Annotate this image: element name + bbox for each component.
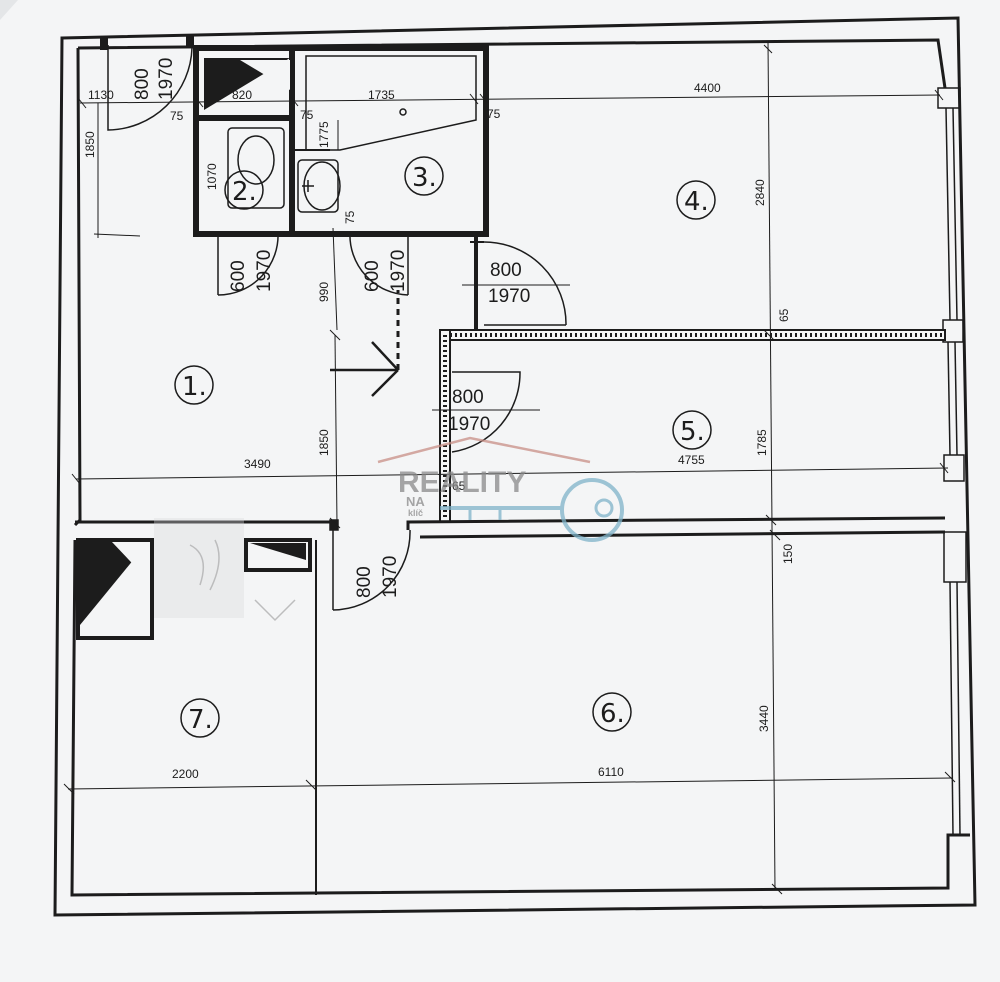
dim-75-d: 75 <box>343 210 357 224</box>
dim-2200: 2200 <box>172 767 199 781</box>
room5-door[interactable] <box>432 371 540 453</box>
room-4-label: 4. <box>676 180 716 220</box>
svg-text:5.: 5. <box>680 417 705 447</box>
dim-3490: 3490 <box>244 457 271 471</box>
watermark-logo: REALITY NA klíč <box>377 436 624 542</box>
dim-990: 990 <box>317 282 331 302</box>
windows-right <box>937 87 967 836</box>
dim-820: 820 <box>232 88 252 102</box>
bath-door-height: 1970 <box>388 250 409 292</box>
svg-text:7.: 7. <box>188 705 213 735</box>
dim-4755: 4755 <box>678 453 705 467</box>
dim-2840: 2840 <box>753 179 767 206</box>
room-3-label: 3. <box>404 156 444 196</box>
watermark-sub: NA <box>406 494 425 509</box>
room-6-label: 6. <box>592 692 632 732</box>
room4-door-width: 800 <box>490 260 522 281</box>
wc-door-width: 600 <box>228 260 249 292</box>
entry-arrow-icon <box>330 290 400 397</box>
dim-6110: 6110 <box>598 765 624 779</box>
closet-left <box>76 538 154 640</box>
bathtub <box>305 55 477 151</box>
room6-door-width: 800 <box>354 566 375 598</box>
entry-door-height: 1970 <box>156 58 177 100</box>
room5-door-height: 1970 <box>448 414 490 435</box>
entry-door-width: 800 <box>132 68 153 100</box>
dim-75-a: 75 <box>170 109 184 123</box>
dimension-lines <box>63 41 956 895</box>
entry-door[interactable]: 800 1970 <box>100 36 194 131</box>
bath-door-width: 600 <box>362 260 383 292</box>
bath-door[interactable] <box>349 231 409 296</box>
dim-1785: 1785 <box>755 429 769 456</box>
wall-middle <box>75 516 946 895</box>
room5-door-width: 800 <box>452 387 484 408</box>
room-1-label: 1. <box>174 365 214 405</box>
room-2-label: 2. <box>224 170 264 210</box>
svg-text:3.: 3. <box>412 163 437 193</box>
room-7-label: 7. <box>180 698 220 738</box>
dim-150: 150 <box>781 544 795 564</box>
room-5-label: 5. <box>672 410 712 450</box>
dim-1850-a: 1850 <box>83 131 97 158</box>
room6-door-height: 1970 <box>380 556 401 598</box>
svg-text:4.: 4. <box>684 187 709 217</box>
svg-text:2.: 2. <box>232 177 257 207</box>
pencil-note <box>154 518 296 622</box>
wc-door-height: 1970 <box>254 250 275 292</box>
wc-door[interactable] <box>217 231 279 296</box>
dim-1130: 1130 <box>88 88 114 102</box>
watermark-sub2: klíč <box>408 508 423 518</box>
dim-1775: 1775 <box>317 121 331 148</box>
tub-drain <box>399 108 407 116</box>
room4-door-height: 1970 <box>488 286 530 307</box>
dim-65-b: 65 <box>452 479 466 493</box>
toilet <box>227 127 285 209</box>
svg-text:6.: 6. <box>600 699 625 729</box>
dim-1735: 1735 <box>368 88 395 102</box>
dim-1070: 1070 <box>205 163 219 190</box>
dim-4400: 4400 <box>694 81 721 95</box>
dim-65-a: 65 <box>777 308 791 322</box>
room4-door[interactable] <box>462 234 570 336</box>
room6-door[interactable] <box>329 519 411 611</box>
closet-right <box>244 538 312 572</box>
sink <box>297 159 339 213</box>
dim-1850-b: 1850 <box>317 429 331 456</box>
dim-75-c: 75 <box>487 107 501 121</box>
svg-text:1.: 1. <box>182 372 207 402</box>
dim-3440: 3440 <box>757 705 771 732</box>
dim-75-b: 75 <box>300 108 314 122</box>
watermark-title: REALITY <box>398 466 526 499</box>
